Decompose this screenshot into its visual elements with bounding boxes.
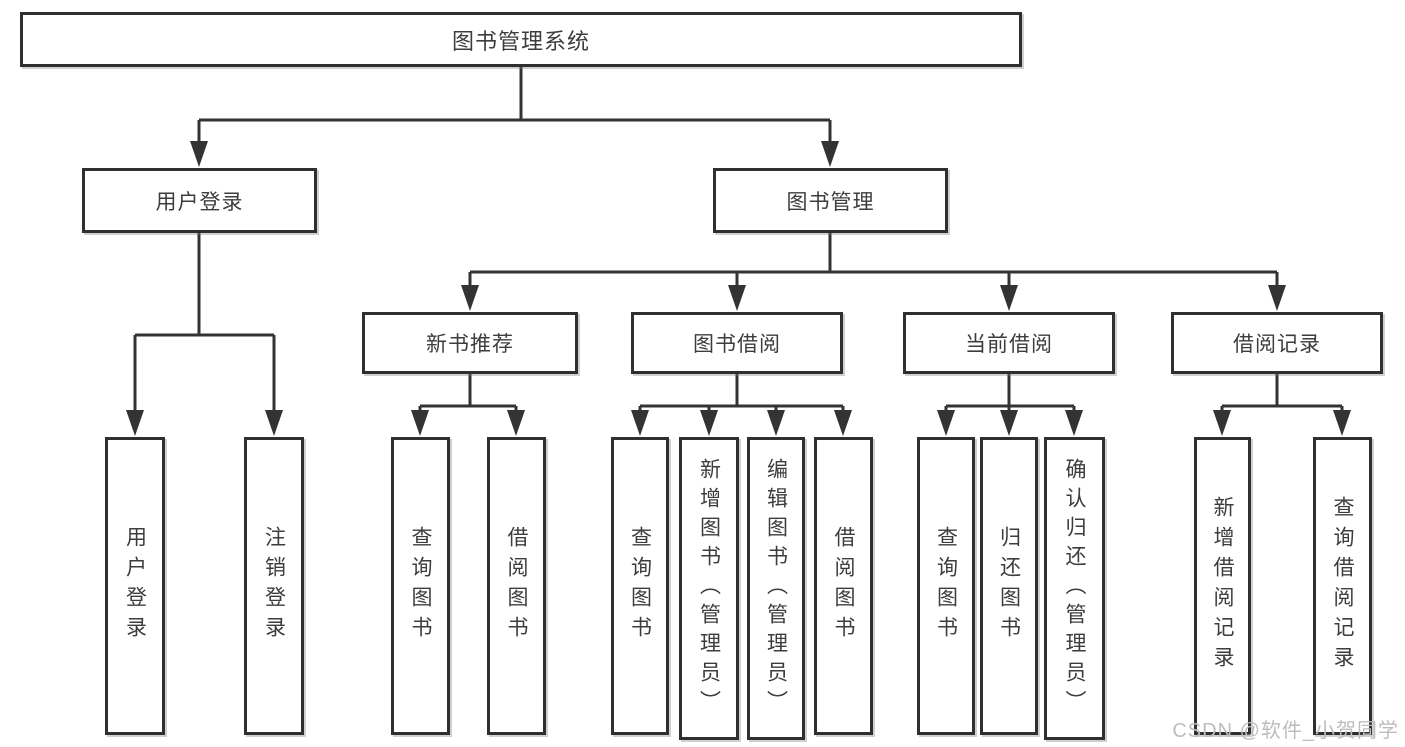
- current-borrowing-label: 当前借阅: [965, 333, 1053, 356]
- book-borrowing-label: 图书借阅: [693, 333, 781, 356]
- leaf-newbook-borrow-book: 借阅图书: [487, 437, 546, 735]
- leaf-borrowing-add-book-admin-label: 新增图书（管理员）: [697, 458, 721, 719]
- leaf-borrowing-edit-book-admin: 编辑图书（管理员）: [747, 437, 805, 740]
- leaf-current-return-book-label: 归还图书: [997, 526, 1021, 646]
- leaf-newbook-borrow-book-label: 借阅图书: [505, 526, 528, 646]
- leaf-borrowing-borrow-book: 借阅图书: [814, 437, 873, 735]
- csdn-watermark: CSDN @软件_小贺同学: [1172, 720, 1399, 742]
- leaf-current-confirm-return-admin: 确认归还（管理员）: [1044, 437, 1105, 740]
- leaf-records-search-record-label: 查询借阅记录: [1331, 496, 1354, 676]
- leaf-borrowing-add-book-admin: 新增图书（管理员）: [679, 437, 739, 740]
- leaf-user-login: 用户登录: [105, 437, 165, 735]
- new-book-recommend-label: 新书推荐: [426, 333, 514, 356]
- leaf-current-search-book: 查询图书: [917, 437, 975, 735]
- leaf-user-login-label: 用户登录: [123, 526, 147, 646]
- leaf-records-add-record: 新增借阅记录: [1194, 437, 1251, 735]
- leaf-borrowing-search-book: 查询图书: [611, 437, 669, 735]
- node-new-book-recommend: 新书推荐: [362, 312, 578, 374]
- node-current-borrowing: 当前借阅: [903, 312, 1115, 374]
- leaf-newbook-search-book-label: 查询图书: [409, 526, 432, 646]
- user-login-branch-label: 用户登录: [155, 190, 244, 214]
- leaf-borrowing-borrow-book-label: 借阅图书: [832, 526, 855, 646]
- node-root: 图书管理系统: [20, 12, 1022, 67]
- leaf-records-add-record-label: 新增借阅记录: [1211, 496, 1234, 676]
- book-management-label: 图书管理: [786, 190, 875, 214]
- borrowing-records-label: 借阅记录: [1233, 333, 1321, 356]
- leaf-logout: 注销登录: [244, 437, 304, 735]
- root-label: 图书管理系统: [451, 28, 590, 54]
- node-user-login-branch: 用户登录: [82, 168, 317, 233]
- leaf-newbook-search-book: 查询图书: [391, 437, 450, 735]
- leaf-current-return-book: 归还图书: [980, 437, 1038, 735]
- leaf-borrowing-search-book-label: 查询图书: [628, 526, 652, 646]
- node-borrowing-records: 借阅记录: [1171, 312, 1383, 374]
- leaf-current-confirm-return-admin-label: 确认归还（管理员）: [1063, 458, 1086, 719]
- leaf-logout-label: 注销登录: [262, 526, 286, 646]
- leaf-records-search-record: 查询借阅记录: [1313, 437, 1372, 735]
- node-book-borrowing: 图书借阅: [631, 312, 843, 374]
- leaf-current-search-book-label: 查询图书: [934, 526, 958, 646]
- node-book-management: 图书管理: [713, 168, 948, 233]
- leaf-borrowing-edit-book-admin-label: 编辑图书（管理员）: [764, 458, 788, 719]
